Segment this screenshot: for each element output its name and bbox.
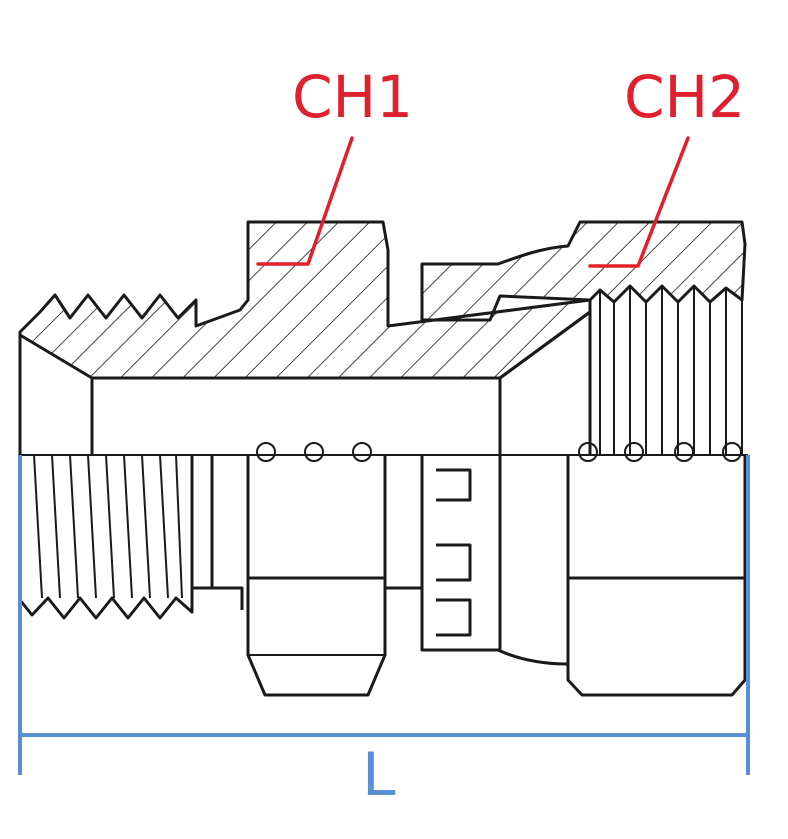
callout-ch1 xyxy=(256,136,354,266)
thread-rings xyxy=(256,442,742,462)
label-ch2: CH2 xyxy=(624,63,746,131)
label-length: L xyxy=(362,740,396,810)
cone-nose xyxy=(499,310,592,455)
bore xyxy=(18,335,502,455)
callout-ch2 xyxy=(588,136,690,268)
lower-outside-view xyxy=(18,442,747,697)
dimension-l xyxy=(18,455,750,775)
body-section-hatched xyxy=(18,220,592,380)
fitting-body xyxy=(18,220,748,697)
label-ch1: CH1 xyxy=(292,63,414,131)
female-thread xyxy=(599,286,743,455)
